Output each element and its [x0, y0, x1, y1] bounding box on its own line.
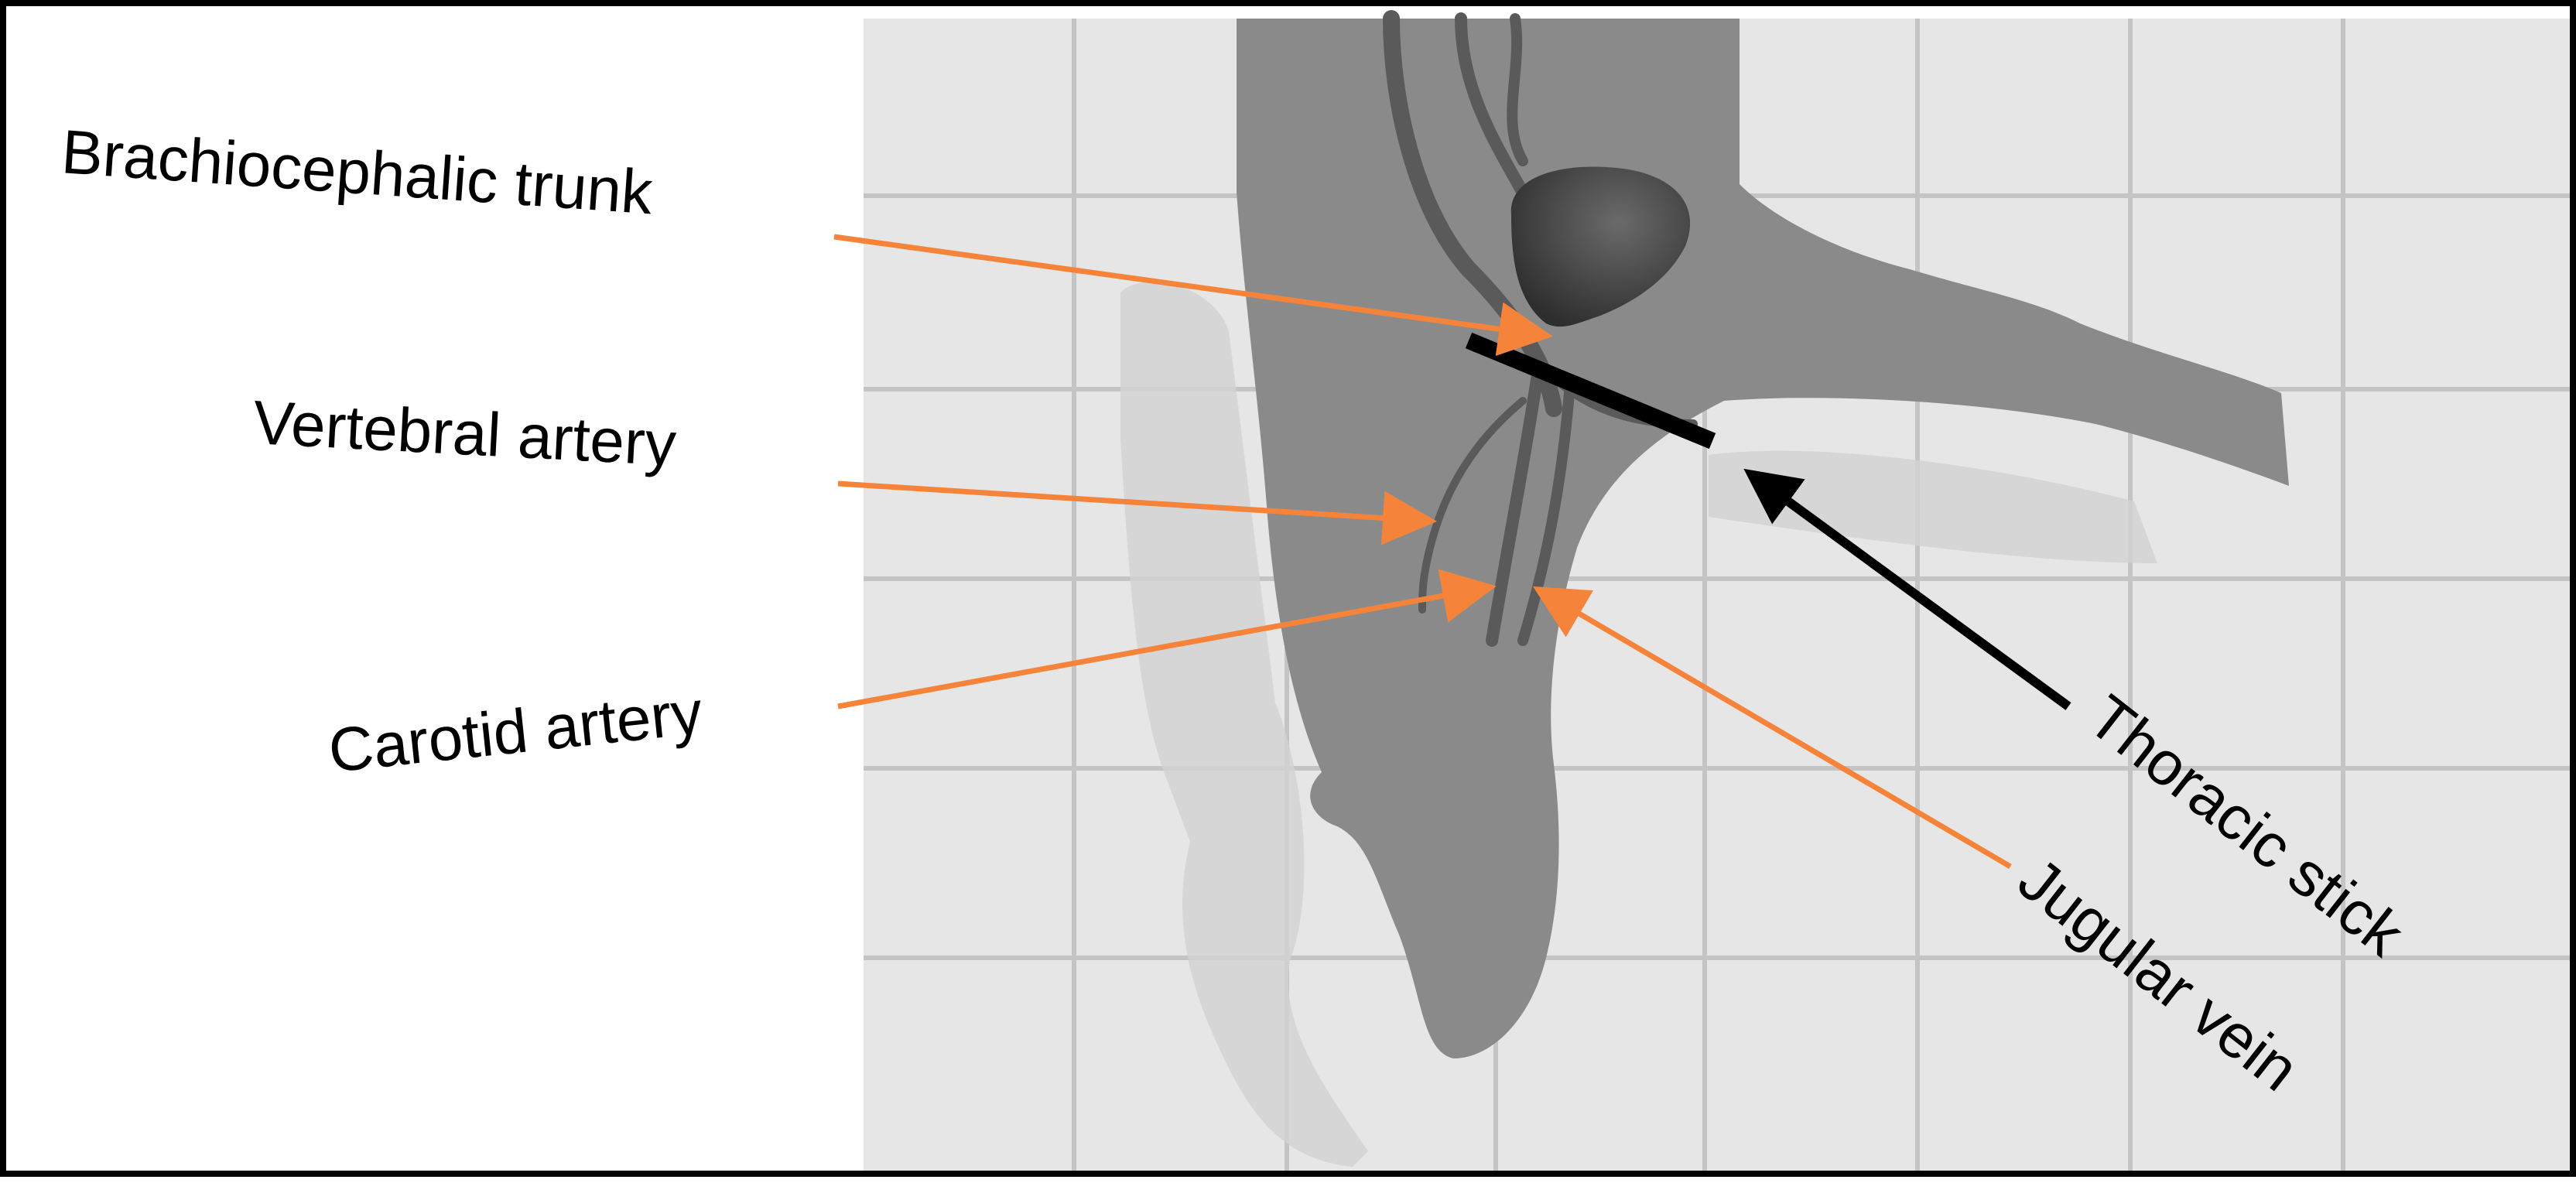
leg-shadow [1709, 450, 2157, 563]
label-carotid-artery: Carotid artery [325, 678, 705, 785]
heart [1510, 166, 1691, 327]
diagram-canvas: Brachiocephalic trunk Vertebral artery C… [60, 10, 2570, 1171]
arrow-vertebral-artery [837, 480, 1437, 545]
arrow-carotid-artery [837, 569, 1497, 709]
thoracic-stick-bar [1465, 332, 1716, 450]
arrow-brachiocephalic-trunk [833, 234, 1553, 356]
label-brachiocephalic-trunk: Brachiocephalic trunk [60, 117, 655, 227]
animal-body [1237, 19, 2289, 1058]
arrow-thoracic-stick [1743, 468, 2071, 710]
arrow-jugular-vein [1532, 586, 2012, 870]
label-vertebral-artery: Vertebral artery [251, 388, 678, 479]
